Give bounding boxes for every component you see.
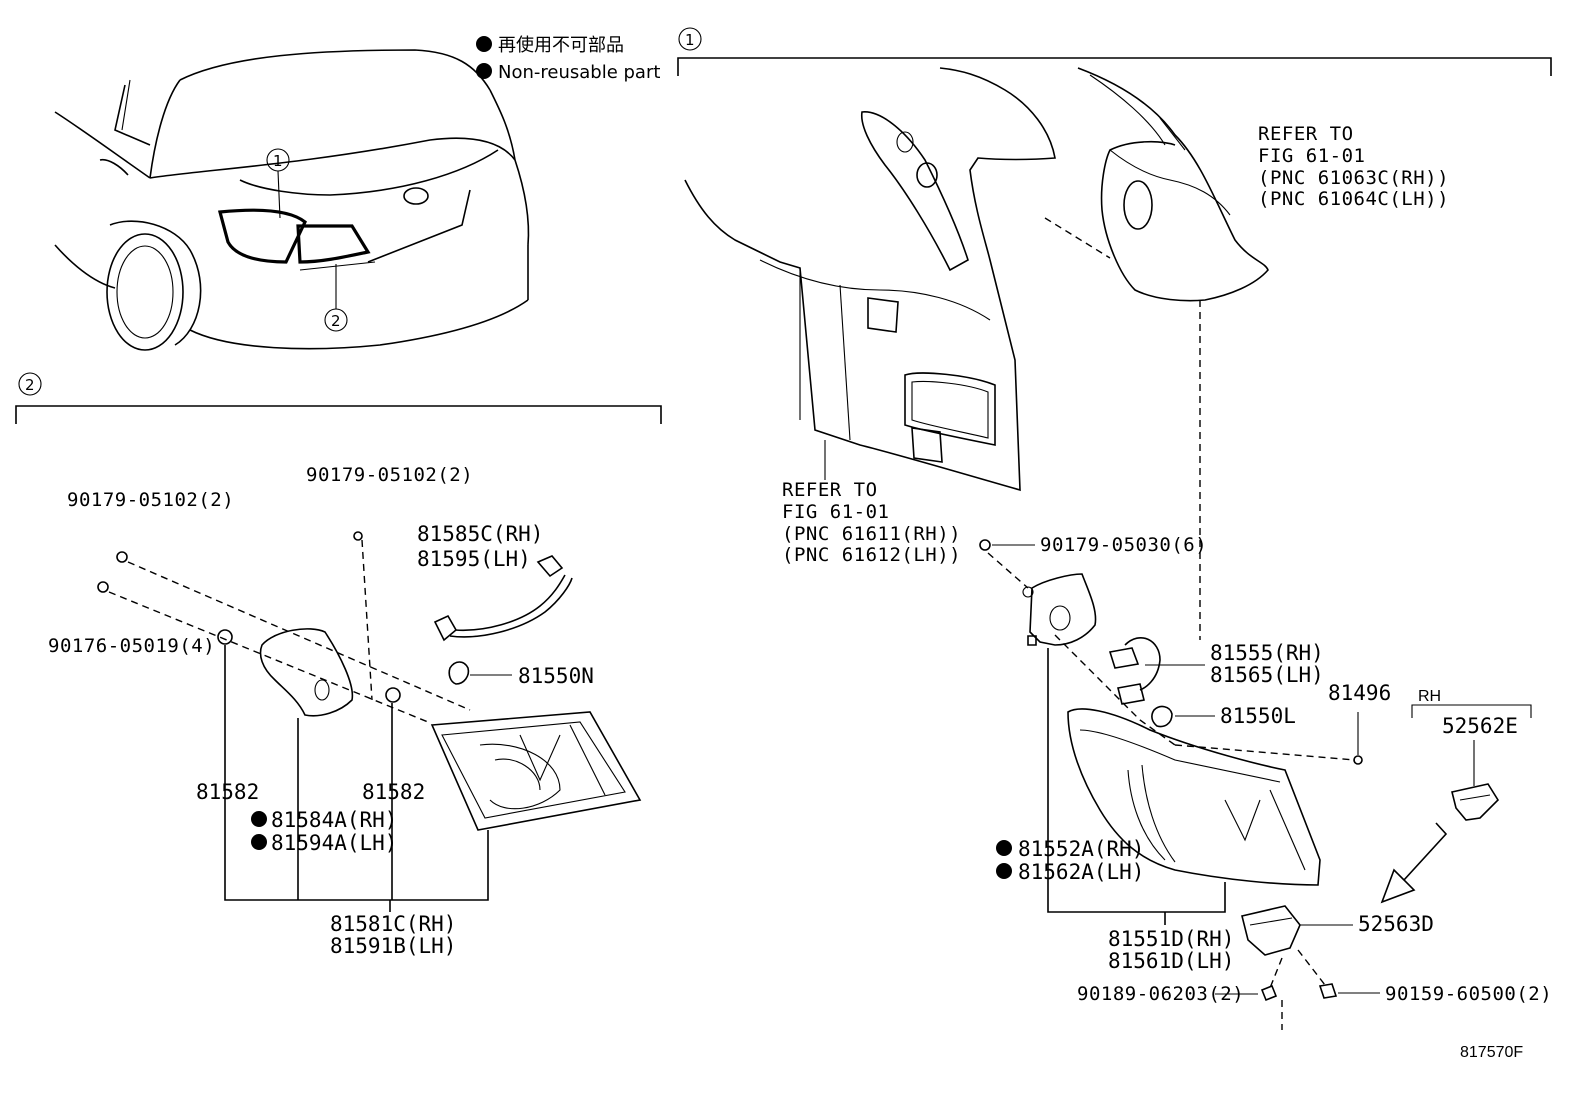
label-90179-05030: 90179-05030(6) (1040, 534, 1207, 556)
refer-top-4: (PNC 61064C(LH)) (1258, 188, 1449, 210)
nut-81582-icon (385, 687, 401, 703)
inner-lamp-icon (430, 711, 642, 831)
gasket-outer-icon (1029, 573, 1097, 646)
label-81565: 81565(LH) (1210, 663, 1324, 687)
label-52563d: 52563D (1358, 912, 1434, 936)
label-81594a: 81594A(LH) (271, 831, 397, 855)
label-90176-05019: 90176-05019(4) (48, 635, 215, 657)
refer-top-1: REFER TO (1258, 123, 1354, 145)
label-81552a: 81552A(RH) (1018, 837, 1144, 861)
non-reusable-bullet-icon (996, 863, 1012, 879)
callout-2: 2 (331, 312, 341, 330)
label-81555: 81555(RH) (1210, 641, 1324, 665)
refer-left-3: (PNC 61611(RH)) (782, 523, 961, 545)
connector-icon (536, 555, 564, 578)
screw-icon (97, 581, 109, 593)
label-81585c: 81585C(RH) (417, 522, 543, 546)
non-reusable-bullet-icon (476, 63, 492, 79)
bulb-icon (1151, 705, 1173, 728)
figure-code: 817570F (1460, 1044, 1523, 1061)
legend: 再使用不可部品 Non-reusable part (476, 35, 660, 83)
bulb-icon (448, 661, 470, 685)
non-reusable-bullet-icon (251, 811, 267, 827)
section-1: 1 REFER TO FIG 61-01 (PNC 61063C(RH)) (P… (677, 27, 1552, 1030)
car-overview-drawing: 1 2 (54, 49, 530, 351)
gasket-inner-icon (259, 628, 354, 717)
label-90159-60500: 90159-60500(2) (1385, 983, 1552, 1005)
label-81561d: 81561D(LH) (1108, 949, 1234, 973)
connector-icon (1117, 683, 1145, 705)
label-81496: 81496 (1328, 681, 1391, 705)
label-81551d: 81551D(RH) (1108, 927, 1234, 951)
screw-icon (1260, 984, 1278, 1002)
section-2-marker: 2 (25, 376, 35, 394)
label-90189-06203: 90189-06203(2) (1077, 983, 1244, 1005)
nut-icon (116, 551, 128, 563)
nut-81582-icon (217, 629, 233, 645)
socket-icon (1108, 647, 1140, 669)
label-81550l: 81550L (1220, 704, 1296, 728)
label-81591b: 81591B(LH) (330, 934, 456, 958)
label-81550n: 81550N (518, 664, 594, 688)
screw-icon (1318, 983, 1338, 999)
non-reusable-bullet-icon (996, 840, 1012, 856)
label-81562a: 81562A(LH) (1018, 860, 1144, 884)
outer-lamp-icon (1067, 708, 1321, 886)
label-90179-05102-b: 90179-05102(2) (306, 464, 473, 486)
label-81581c: 81581C(RH) (330, 912, 456, 936)
arrow-down-left-icon (1380, 822, 1448, 904)
label-52562e: 52562E (1442, 714, 1518, 738)
nut-icon (979, 539, 991, 551)
clip-icon (1353, 755, 1363, 765)
section-2: 2 90179-05102(2) 90179-05102(2) 90176-05… (15, 372, 662, 958)
legend-jp: 再使用不可部品 (498, 35, 624, 56)
section-1-marker: 1 (685, 31, 695, 49)
label-81582-left: 81582 (196, 780, 259, 804)
refer-left-4: (PNC 61612(LH)) (782, 544, 961, 566)
label-81584a: 81584A(RH) (271, 808, 397, 832)
refer-top-2: FIG 61-01 (1258, 145, 1365, 167)
refer-top-3: (PNC 61063C(RH)) (1258, 167, 1449, 189)
label-90179-05102-a: 90179-05102(2) (67, 489, 234, 511)
non-reusable-bullet-icon (476, 36, 492, 52)
label-81595: 81595(LH) (417, 547, 531, 571)
bracket-52562e-icon (1451, 783, 1500, 821)
label-81582-right: 81582 (362, 780, 425, 804)
refer-left-2: FIG 61-01 (782, 501, 889, 523)
non-reusable-bullet-icon (251, 834, 267, 850)
bracket-52563d-icon (1241, 905, 1301, 956)
rh-tag: RH (1418, 688, 1441, 705)
refer-left-1: REFER TO (782, 479, 878, 501)
legend-en: Non-reusable part (498, 62, 660, 83)
nut-icon (353, 531, 363, 541)
callout-1: 1 (273, 152, 283, 170)
